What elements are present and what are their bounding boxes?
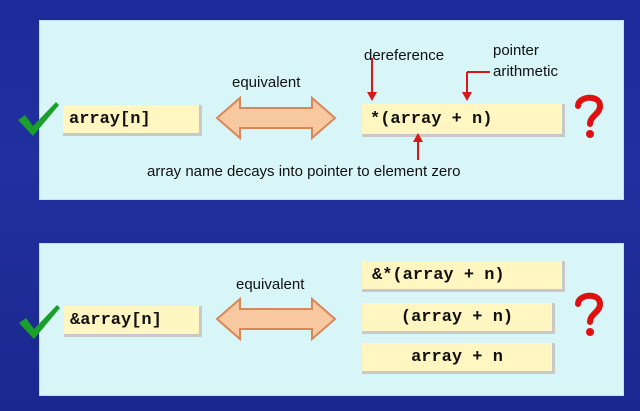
code-address-of-subscript: &array[n] (64, 306, 202, 337)
arithmetic-label: arithmetic (493, 63, 559, 80)
dereference-label: dereference (364, 47, 445, 64)
code-paren-ptr: (array + n) (362, 303, 555, 334)
check-icon (19, 305, 60, 339)
code-addr-deref-ptr: &*(array + n) (362, 261, 565, 292)
code-array-subscript: array[n] (63, 105, 202, 136)
question-mark-icon (575, 94, 604, 138)
equivalent-label: equivalent (236, 276, 305, 293)
code-pointer-deref: *(array + n) (362, 104, 565, 137)
code-ptr-expression: array + n (362, 343, 555, 374)
equivalent-label: equivalent (232, 74, 301, 91)
decay-label: array name decays into pointer to elemen… (147, 163, 461, 180)
question-mark-icon (575, 292, 604, 336)
pointer-label: pointer (493, 42, 539, 59)
check-icon (18, 102, 59, 136)
